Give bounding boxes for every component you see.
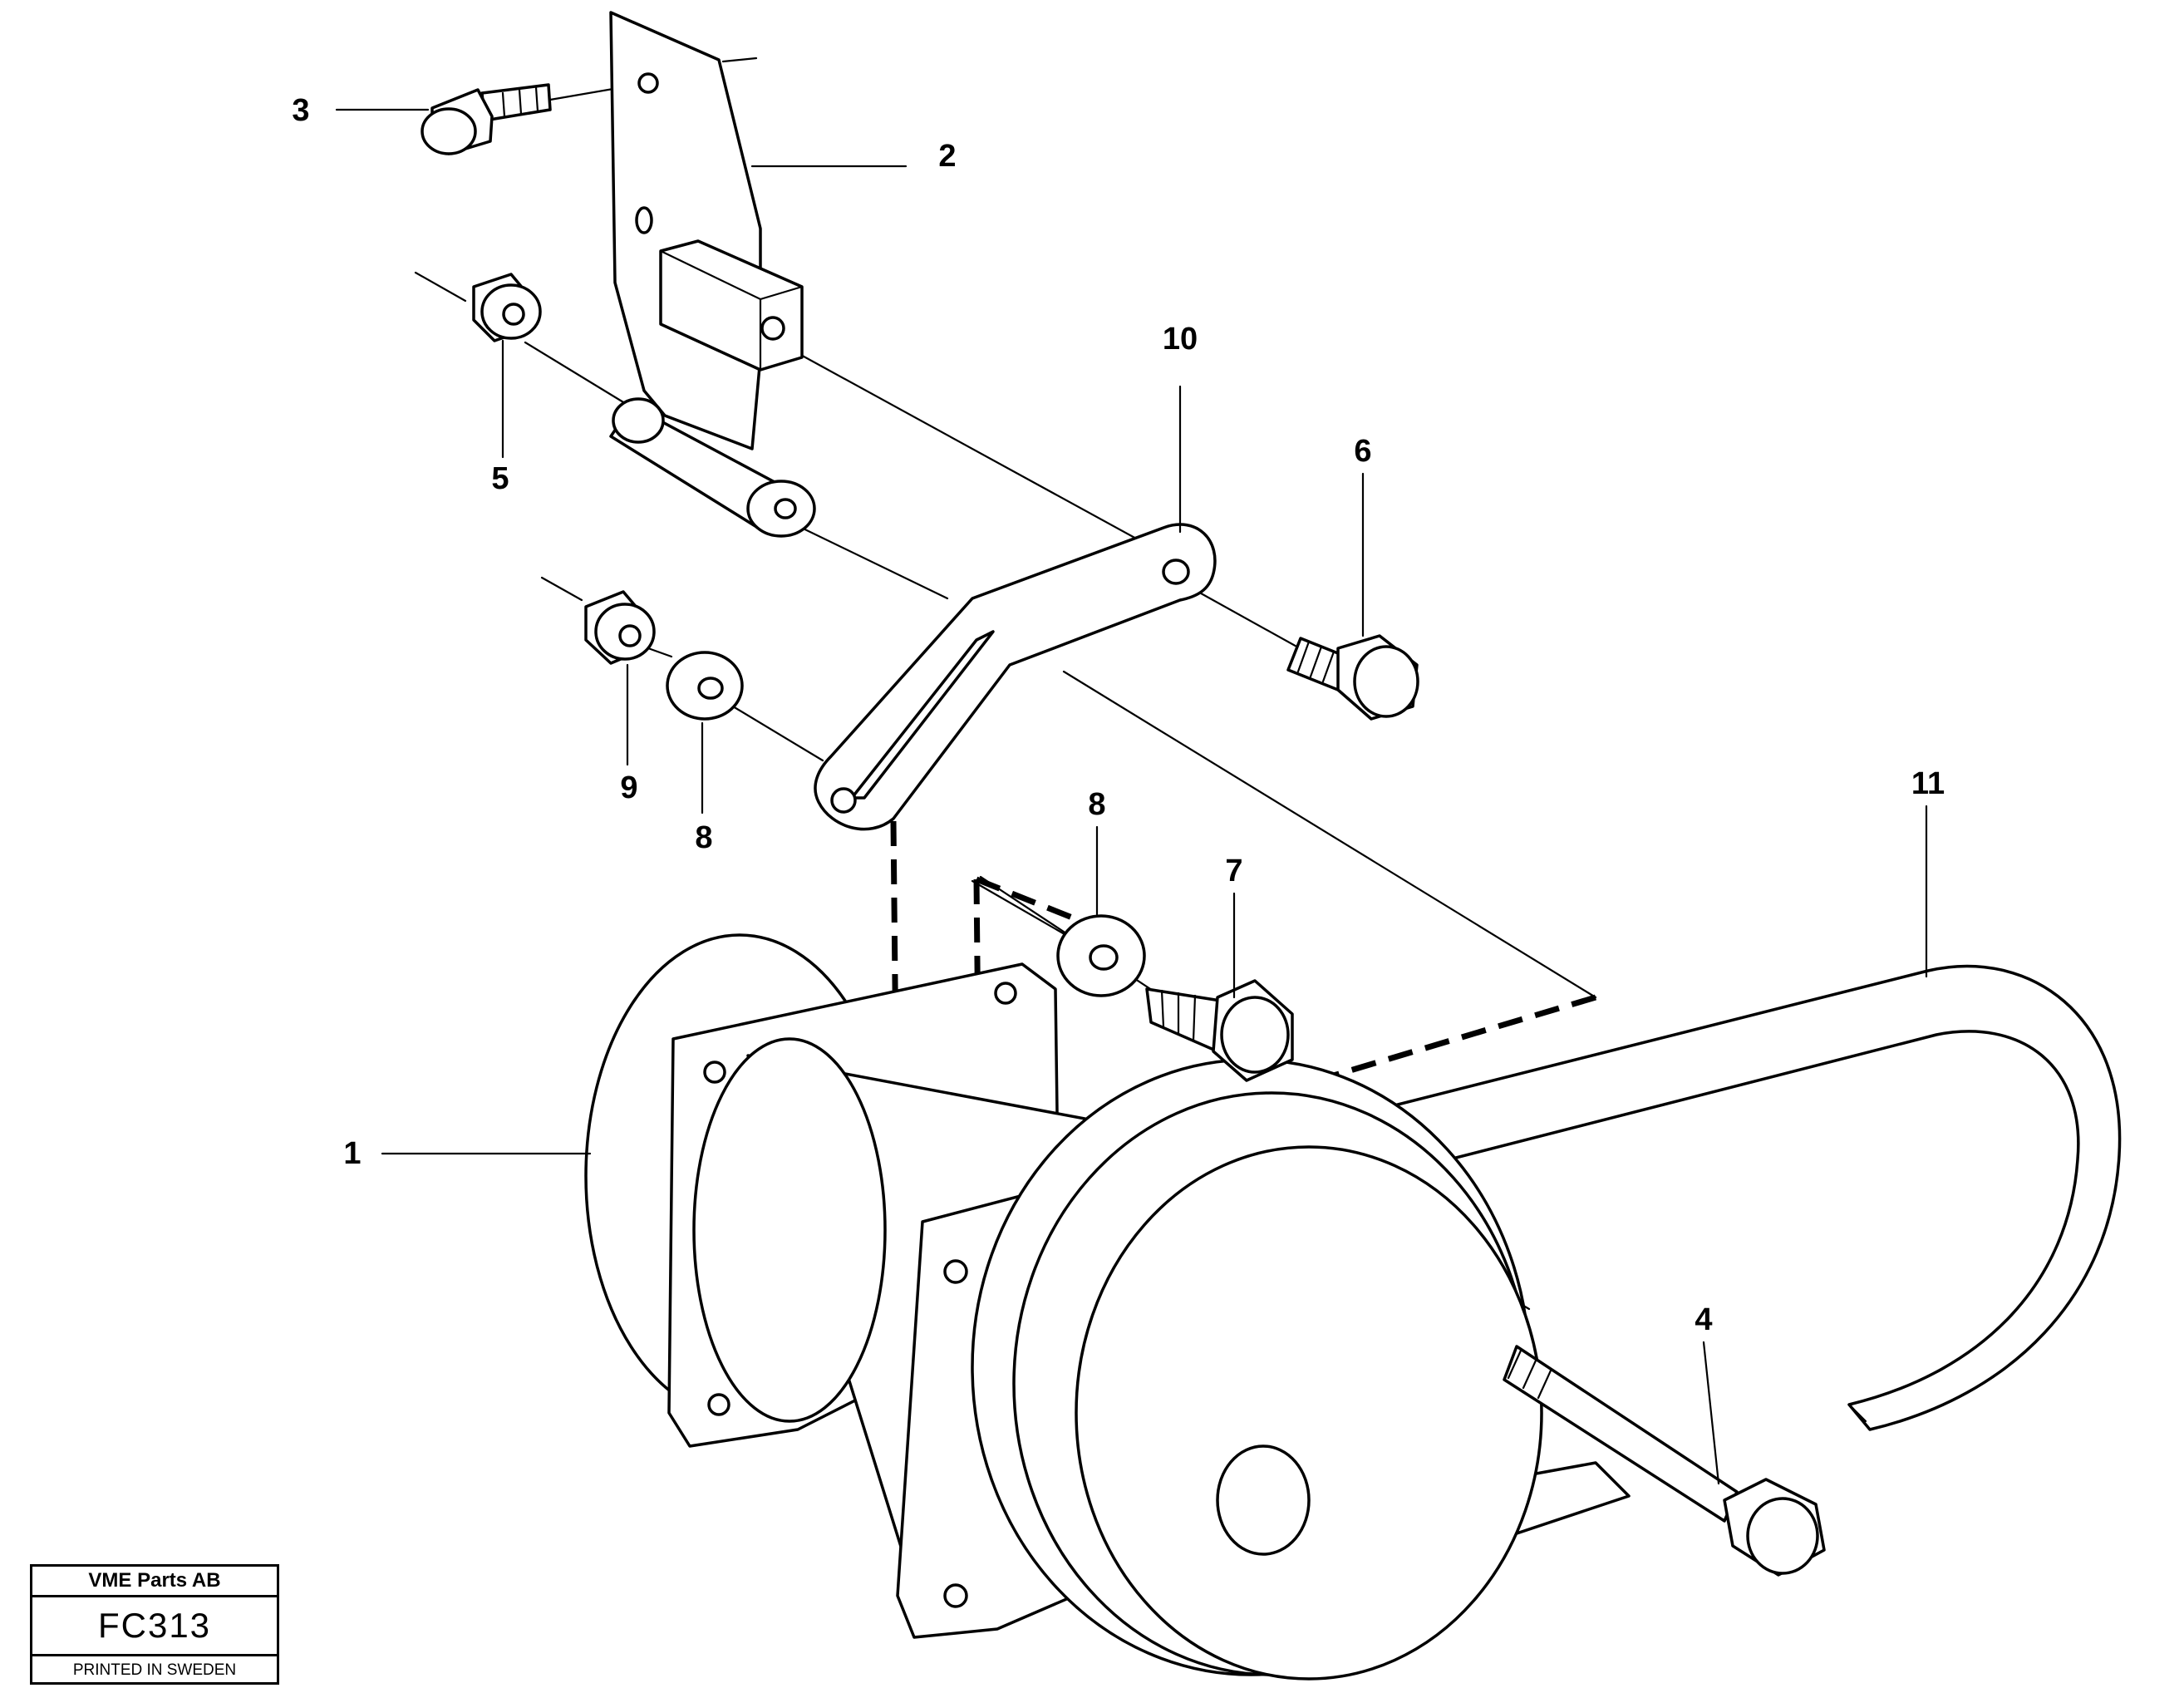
adjusting-arm-part-10 (814, 523, 1217, 831)
figure-code: FC313 (32, 1597, 277, 1656)
spacer-tube (609, 397, 816, 538)
callout-1: 1 (343, 1136, 361, 1171)
nut-part-9 (584, 590, 656, 665)
callout-7: 7 (1225, 854, 1242, 888)
callout-4: 4 (1695, 1302, 1712, 1337)
bolt-part-7 (1145, 979, 1294, 1082)
callout-numbers: 1 2 3 4 5 6 7 8 8 9 10 11 (292, 93, 1945, 1337)
callout-8-right: 8 (1088, 787, 1105, 822)
washer-part-8-upper (666, 651, 744, 721)
callout-9: 9 (620, 770, 637, 805)
bolt-part-6 (1286, 634, 1419, 721)
callout-leaders (335, 108, 1928, 1485)
v-belt-part-11 (1195, 964, 2122, 1431)
nut-part-5 (472, 273, 542, 342)
bolt-part-3 (421, 83, 552, 155)
company-name: VME Parts AB (32, 1567, 277, 1597)
printed-note: PRINTED IN SWEDEN (72, 1661, 237, 1679)
compressor-part-1 (584, 933, 1631, 1681)
callout-3: 3 (292, 93, 309, 128)
callout-2: 2 (938, 139, 956, 174)
callout-11: 11 (1911, 766, 1945, 801)
bracket-part-2 (609, 11, 804, 450)
washer-part-8-lower (1056, 914, 1146, 997)
callout-5: 5 (491, 461, 509, 496)
callout-6: 6 (1354, 434, 1371, 469)
callout-8-left: 8 (695, 820, 712, 855)
bolt-part-4 (1503, 1345, 1826, 1577)
callout-10: 10 (1163, 322, 1198, 357)
title-block: VME Parts AB FC313 PRINTED IN SWEDEN (30, 1564, 279, 1685)
